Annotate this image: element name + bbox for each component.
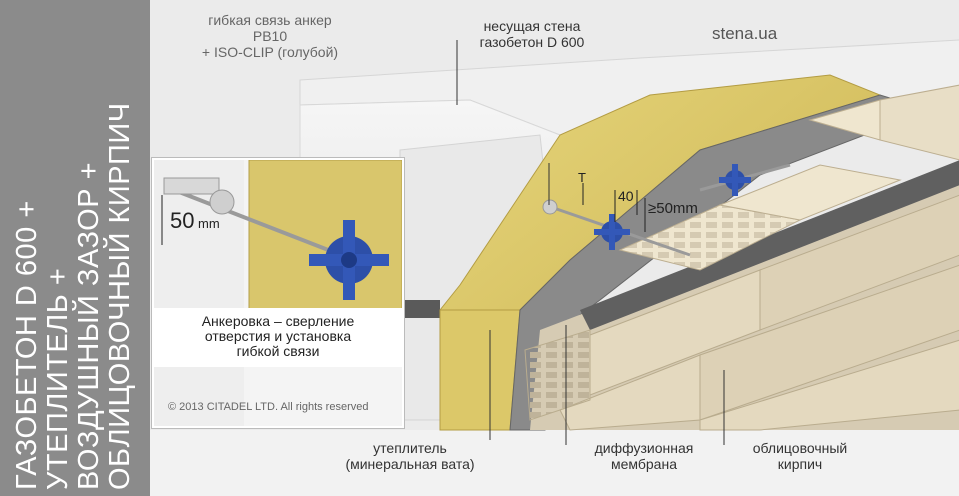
inset-caption-line-2: отверстия и установка — [204, 328, 352, 344]
iso-clip-2 — [719, 164, 751, 196]
side-title-line-4: ОБЛИЦОВОЧНЫЙ КИРПИЧ — [104, 102, 136, 490]
brick-front-holes — [524, 329, 591, 421]
dim-t-label: T — [578, 170, 586, 185]
inset-caption-line-3: гибкой связи — [236, 343, 320, 359]
inset-depth-unit: mm — [198, 216, 220, 231]
anchoring-detail-inset: 50 mm Анкеровка – сверление отверстия и … — [152, 158, 404, 428]
brick-top-holes — [620, 205, 800, 270]
side-title: ГАЗОБЕТОН D 600 + УТЕПЛИТЕЛЬ + ВОЗДУШНЫЙ… — [11, 10, 136, 490]
brick-row-1b — [759, 194, 959, 331]
wall-label-line-1: несущая стена — [483, 18, 581, 34]
brick-label-line-2: кирпич — [777, 456, 823, 472]
inset-clip — [309, 220, 389, 300]
inset-rod — [173, 188, 355, 262]
anchor-label-line-3: + ISO-CLIP (голубой) — [201, 44, 339, 60]
inset-depth-value: 50 — [170, 208, 195, 233]
insulation-label-line-1: утеплитель — [373, 440, 447, 456]
anchor-label-line-2: РВ10 — [252, 28, 288, 44]
brick-row-3 — [699, 339, 959, 431]
wall-label-line-2: газобетон D 600 — [479, 34, 585, 50]
copyright: © 2013 CITADEL LTD. All rights reserved — [168, 401, 369, 413]
dim-gap-label: ≥50mm — [648, 200, 698, 217]
inset-washer — [209, 189, 235, 215]
wall-illustration — [150, 0, 959, 496]
membrane-label: диффузионная мембрана — [574, 440, 714, 472]
washer — [542, 199, 558, 215]
facing-brick-wall — [524, 84, 959, 431]
insulation-label-line-2: (минеральная вата) — [345, 456, 475, 472]
side-title-line-1: ГАЗОБЕТОН D 600 + — [11, 200, 43, 490]
membrane-label-line-2: мембрана — [611, 456, 677, 472]
floor-band — [150, 430, 959, 496]
anchor-label: гибкая связь анкер РВ10 + ISO-CLIP (голу… — [190, 12, 350, 60]
brick-row-2b — [699, 264, 959, 421]
insulation-label: утеплитель (минеральная вата) — [330, 440, 490, 472]
brick-label-line-1: облицовочный — [752, 440, 848, 456]
inset-caption-line-1: Анкеровка – сверление — [201, 313, 355, 329]
brick-mortar — [580, 160, 959, 330]
brick-label: облицовочный кирпич — [730, 440, 870, 472]
inset-insulation — [248, 160, 402, 311]
membrane-label-line-1: диффузионная — [594, 440, 694, 456]
iso-clip — [594, 214, 630, 250]
side-title-line-2: УТЕПЛИТЕЛЬ + — [42, 267, 74, 490]
wall-label: несущая стена газобетон D 600 — [462, 18, 602, 50]
insulation-edge — [439, 309, 521, 431]
dim-insulation-label: 40 — [618, 188, 634, 204]
inset-anchor — [163, 177, 220, 195]
site-watermark: stena.ua — [712, 24, 778, 43]
inset-caption: Анкеровка – сверление отверстия и устано… — [154, 308, 402, 367]
inset-illustration — [154, 160, 402, 426]
side-title-line-3: ВОЗДУШНЫЙ ЗАЗОР + — [73, 161, 105, 490]
mortar-joint — [400, 300, 440, 318]
brick-right-top — [879, 84, 959, 161]
anchor-label-line-1: гибкая связь анкер — [208, 12, 332, 28]
side-title-panel: ГАЗОБЕТОН D 600 + УТЕПЛИТЕЛЬ + ВОЗДУШНЫЙ… — [0, 0, 150, 496]
